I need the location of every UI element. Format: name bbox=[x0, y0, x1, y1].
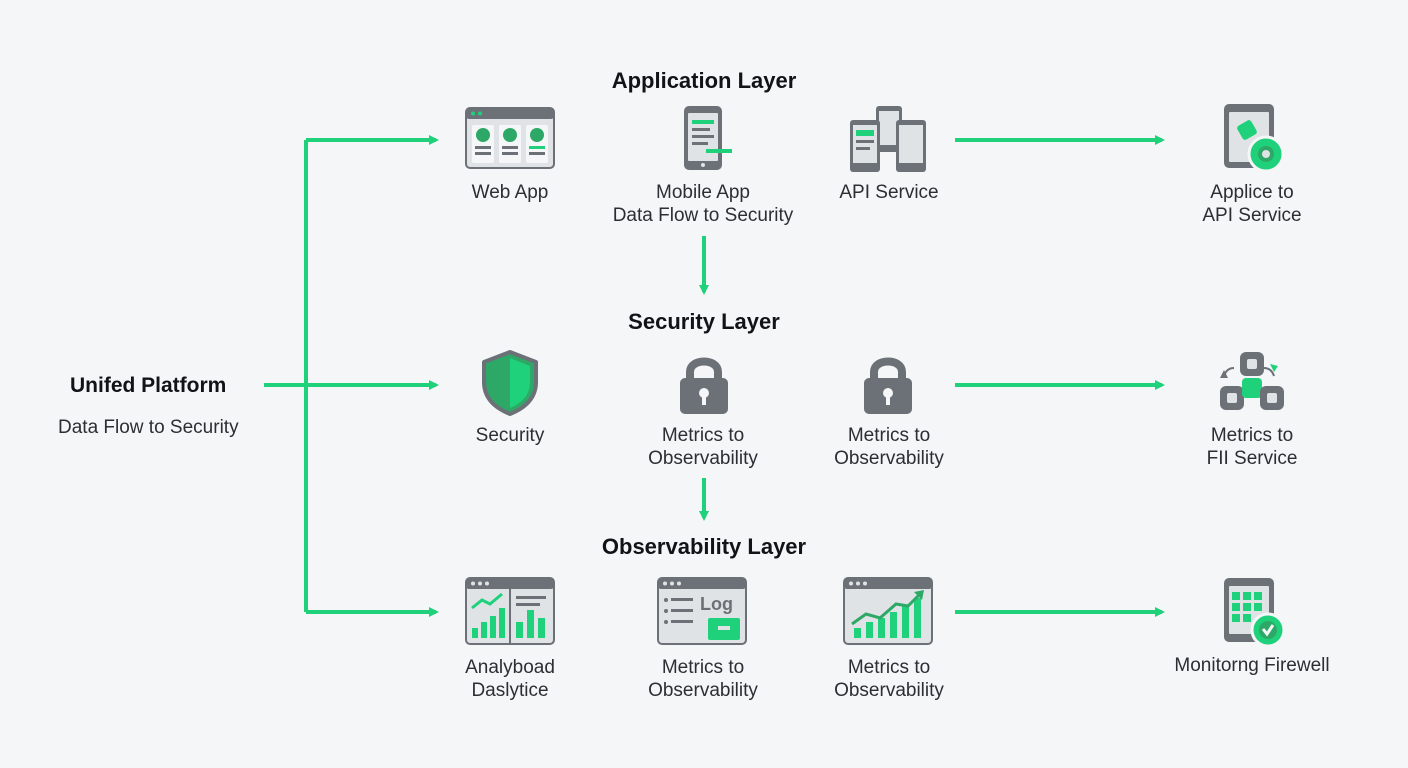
connectors bbox=[264, 135, 1165, 617]
tablet-shield-icon bbox=[1224, 104, 1285, 173]
platform-subtitle: Data Flow to Security bbox=[58, 417, 239, 438]
security-label: Security bbox=[475, 425, 545, 446]
log-text: Log bbox=[700, 594, 733, 614]
monitoring-firewall-label: Monitorng Firewell bbox=[1174, 655, 1330, 676]
security-layer-title: Security Layer bbox=[628, 309, 780, 334]
mobile-phone-icon bbox=[684, 106, 732, 170]
shield-icon bbox=[482, 350, 538, 416]
analytics-dashboard-icon bbox=[465, 577, 555, 645]
applice-api-label: Applice to API Service bbox=[1202, 182, 1302, 226]
devices-icon bbox=[850, 106, 926, 172]
metrics-observability-1-label: Metrics to Observability bbox=[648, 657, 758, 701]
api-service-label: API Service bbox=[839, 182, 939, 203]
metrics-security-1-label: Metrics to Observability bbox=[648, 425, 758, 469]
application-layer-title: Application Layer bbox=[611, 68, 797, 93]
analyboad-label: Analyboad Daslytice bbox=[465, 657, 555, 701]
browser-dashboard-icon bbox=[465, 107, 555, 169]
metrics-security-2-label: Metrics to Observability bbox=[834, 425, 944, 469]
mobile-app-label: Mobile App Data Flow to Security bbox=[612, 182, 794, 226]
platform-title: Unifed Platform bbox=[70, 374, 227, 397]
observability-layer-title: Observability Layer bbox=[601, 534, 807, 559]
metrics-observability-2-label: Metrics to Observability bbox=[834, 657, 944, 701]
node-network-icon bbox=[1220, 352, 1284, 410]
padlock-icon bbox=[864, 357, 912, 414]
padlock-icon bbox=[680, 357, 728, 414]
tablet-check-icon bbox=[1224, 578, 1286, 648]
metrics-fii-label: Metrics to FII Service bbox=[1206, 425, 1298, 469]
log-window-icon: Log bbox=[657, 577, 747, 645]
web-app-label: Web App bbox=[471, 182, 549, 203]
growth-chart-icon bbox=[843, 577, 933, 645]
